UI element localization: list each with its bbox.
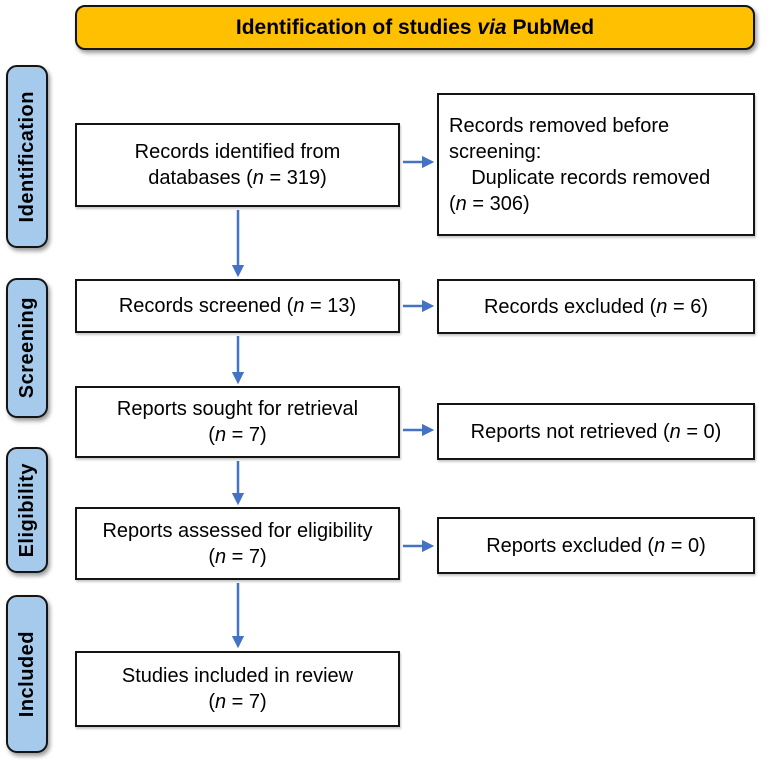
box-text: Records identified from databases (n = 3… bbox=[134, 141, 341, 189]
box-text: Studies included in review (n = 7) bbox=[121, 665, 354, 713]
phase-tab-screening: Screening bbox=[6, 278, 48, 418]
box-reports-excluded: Reports excluded (n = 0) bbox=[437, 517, 755, 574]
box-records-removed: Records removed before screening: Duplic… bbox=[437, 93, 755, 236]
phase-tab-included: Included bbox=[6, 595, 48, 753]
phase-tab-label: Screening bbox=[15, 297, 38, 399]
box-records-screened: Records screened (n = 13) bbox=[75, 279, 400, 333]
box-studies-included: Studies included in review (n = 7) bbox=[75, 651, 400, 727]
box-text: Records screened (n = 13) bbox=[118, 295, 357, 317]
title-text: Identification of studies via PubMed bbox=[235, 15, 595, 39]
box-reports-assessed: Reports assessed for eligibility (n = 7) bbox=[75, 507, 400, 580]
phase-tab-label: Included bbox=[15, 630, 38, 718]
phase-tab-eligibility: Eligibility bbox=[6, 447, 48, 573]
box-text: Records removed before screening: Duplic… bbox=[449, 114, 711, 215]
box-records-excluded: Records excluded (n = 6) bbox=[437, 279, 755, 334]
box-text: Reports assessed for eligibility (n = 7) bbox=[102, 519, 373, 568]
box-text: Reports not retrieved (n = 0) bbox=[470, 420, 722, 443]
box-reports-sought: Reports sought for retrieval (n = 7) bbox=[75, 386, 400, 458]
box-text: Reports excluded (n = 0) bbox=[486, 534, 706, 557]
box-records-identified: Records identified from databases (n = 3… bbox=[75, 123, 400, 207]
box-reports-not-retrieved: Reports not retrieved (n = 0) bbox=[437, 403, 755, 460]
phase-tab-label: Eligibility bbox=[15, 462, 38, 558]
phase-tab-label: Identification bbox=[15, 90, 38, 223]
box-text: Records excluded (n = 6) bbox=[483, 295, 708, 318]
title-banner: Identification of studies via PubMed bbox=[75, 5, 755, 50]
phase-tab-identification: Identification bbox=[6, 65, 48, 248]
box-text: Reports sought for retrieval (n = 7) bbox=[116, 398, 359, 446]
